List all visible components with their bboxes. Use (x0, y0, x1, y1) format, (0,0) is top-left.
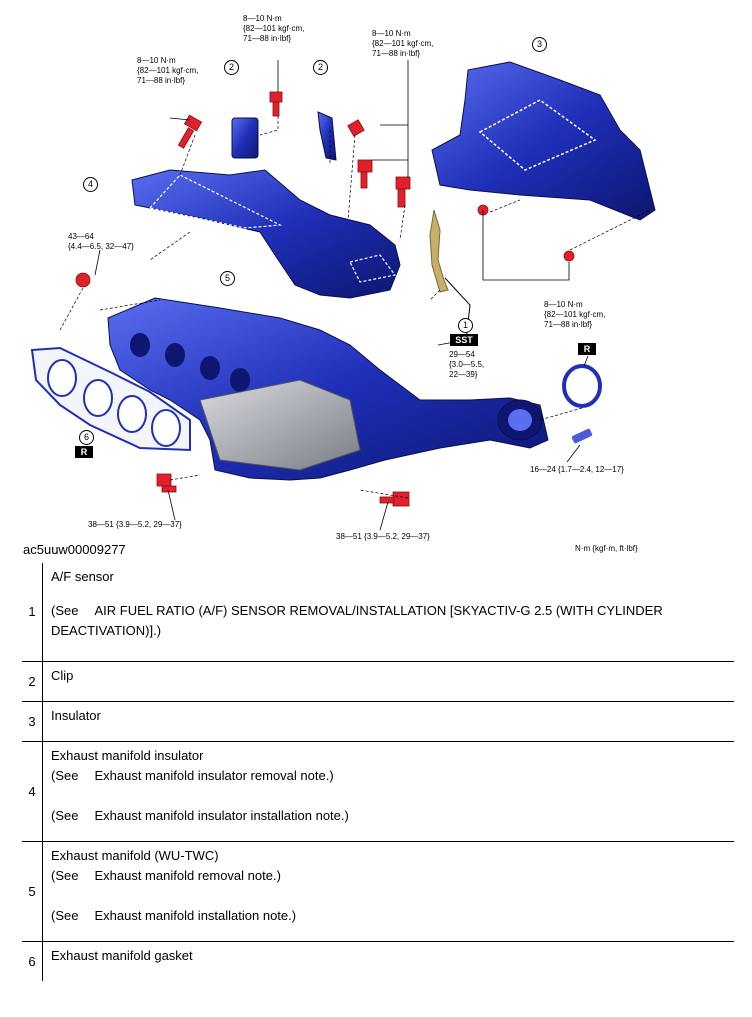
torque-label-insulator-bolt-right: 8—10 N·m {82—101 kgf·cm, 71—88 in·lbf} (372, 29, 434, 58)
row-number: 3 (22, 701, 43, 741)
bolt-part (269, 91, 283, 103)
bolt-part (183, 114, 203, 132)
see-prefix: (See (51, 867, 79, 883)
torque-label-manifold-nut: 43—64 {4.4—6.5, 32—47} (68, 232, 134, 251)
replace-tag-ring: R (578, 343, 596, 355)
sst-tag: SST (450, 334, 478, 346)
see-reference-link[interactable]: Exhaust manifold insulator installation … (94, 807, 349, 823)
see-prefix: (See (51, 907, 79, 923)
callout-3: 3 (532, 37, 547, 52)
part-name: Exhaust manifold gasket (51, 947, 193, 963)
see-reference: (See Exhaust manifold installation note.) (51, 906, 726, 926)
torque-label-bolt-right: 38—51 {3.9—5.2, 29—37} (336, 532, 430, 541)
part-name: Exhaust manifold (WU-TWC) (51, 847, 219, 863)
table-row: 2 Clip (22, 661, 734, 701)
nut-part (563, 250, 575, 262)
part-name: A/F sensor (51, 569, 114, 584)
callout-6: 6 (79, 430, 94, 445)
see-reference: (See Exhaust manifold insulator removal n… (51, 766, 726, 786)
clip-part (231, 117, 259, 159)
units-note: N·m {kgf·m, ft·lbf} (575, 544, 638, 553)
torque-label-insulator-bolt-left: 8—10 N·m {82—101 kgf·cm, 71—88 in·lbf} (137, 56, 199, 85)
callout-1: 1 (458, 318, 473, 333)
see-reference: (See Exhaust manifold removal note.) (51, 866, 726, 886)
row-description: Clip (43, 661, 735, 701)
torque-label-af-sensor: 29—54 {3.0—5.5, 22—39} (449, 350, 485, 379)
callout-2-right: 2 (313, 60, 328, 75)
row-description: Insulator (43, 701, 735, 741)
diagram-artwork (30, 60, 656, 531)
row-number: 1 (22, 563, 43, 661)
part-name: Clip (51, 667, 74, 683)
bolt-part (395, 176, 411, 190)
see-reference-link[interactable]: Exhaust manifold installation note.) (94, 907, 297, 923)
callout-5: 5 (220, 271, 235, 286)
row-number: 5 (22, 841, 43, 941)
see-reference-link[interactable]: Exhaust manifold insulator removal note.… (94, 767, 334, 783)
af-sensor-part (429, 209, 449, 293)
table-row: 6 Exhaust manifold gasket (22, 941, 734, 981)
exploded-view-diagram: 8—10 N·m {82—101 kgf·cm, 71—88 in·lbf} 8… (30, 14, 656, 541)
table-row: 3 Insulator (22, 701, 734, 741)
stud-part (571, 428, 593, 444)
clip-part (317, 111, 337, 161)
torque-label-insulator-nut: 8—10 N·m {82—101 kgf·cm, 71—88 in·lbf} (544, 300, 606, 329)
row-description: Exhaust manifold gasket (43, 941, 735, 981)
ring-gasket-part (562, 364, 602, 408)
part-name: Exhaust manifold insulator (51, 747, 204, 763)
see-reference: (See Exhaust manifold insulator installat… (51, 806, 726, 826)
see-prefix: (See (51, 603, 79, 618)
see-reference-link[interactable]: AIR FUEL RATIO (A/F) SENSOR REMOVAL/INST… (51, 603, 663, 638)
nut-part (75, 272, 91, 288)
row-number: 2 (22, 661, 43, 701)
torque-label-clip-bolt: 8—10 N·m {82—101 kgf·cm, 71—88 in·lbf} (243, 14, 305, 43)
bolt-part (357, 159, 373, 173)
torque-label-bolt-left: 38—51 {3.9—5.2, 29—37} (88, 520, 182, 529)
figure-id: ac5uuw00009277 (23, 542, 126, 557)
callout-4: 4 (83, 177, 98, 192)
bolt-part (156, 473, 172, 487)
callout-2-left: 2 (224, 60, 239, 75)
see-reference-link[interactable]: Exhaust manifold removal note.) (94, 867, 281, 883)
row-number: 6 (22, 941, 43, 981)
part-name: Insulator (51, 707, 101, 723)
bolt-part (392, 491, 410, 507)
exhaust-manifold-insulator-part (131, 169, 401, 299)
see-prefix: (See (51, 807, 79, 823)
bolt-part (347, 119, 365, 137)
torque-label-stud: 16—24 {1.7—2.4, 12—17} (530, 465, 624, 474)
replace-tag-gasket: R (75, 446, 93, 458)
row-number: 4 (22, 741, 43, 841)
insulator-part (431, 61, 656, 221)
see-prefix: (See (51, 767, 79, 783)
